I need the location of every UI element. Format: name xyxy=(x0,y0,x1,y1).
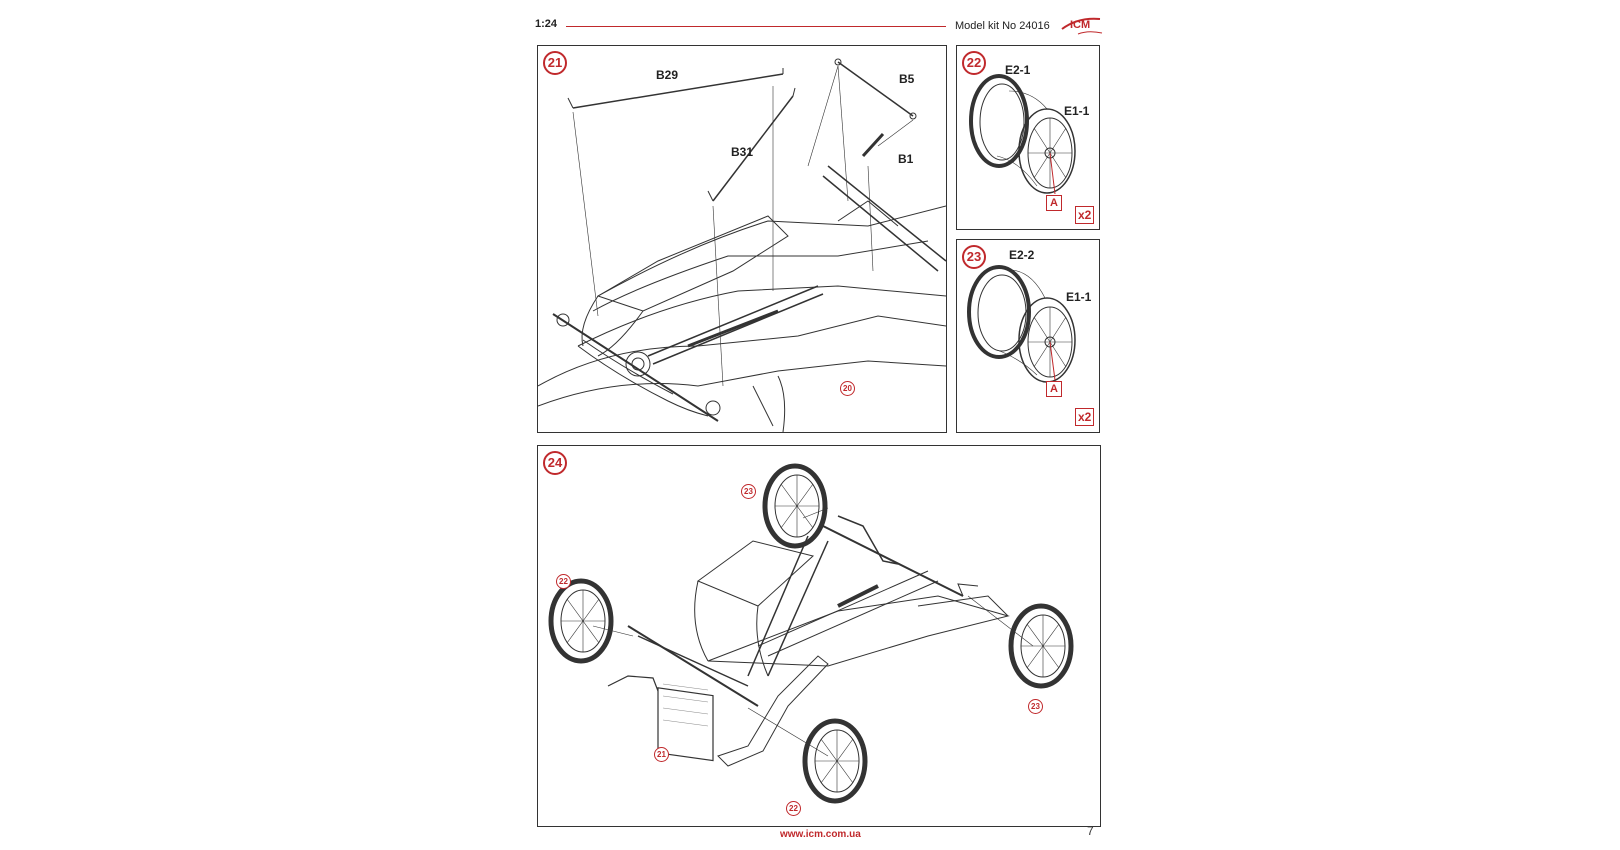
multiplier-x2: x2 xyxy=(1075,206,1095,224)
step-22-number: 22 xyxy=(962,51,986,75)
part-label-b31: B31 xyxy=(731,145,754,159)
step-23-panel: 23 E2-2 E1-1 A x2 xyxy=(956,239,1100,433)
part-label-b1: B1 xyxy=(898,152,914,166)
ref-badge-step-21: 21 xyxy=(654,747,669,762)
part-label-b5: B5 xyxy=(899,72,915,86)
step-22-illustration xyxy=(969,74,1076,195)
step-24-number: 24 xyxy=(543,451,567,475)
step-21-illustration xyxy=(538,58,946,432)
part-label-b29: B29 xyxy=(656,68,679,82)
page-number: 7 xyxy=(1087,824,1094,838)
kit-number-label: Model kit No 24016 xyxy=(955,20,1050,32)
step-21-number: 21 xyxy=(543,51,567,75)
step-23-number: 23 xyxy=(962,245,986,269)
part-label-e1-1: E1-1 xyxy=(1064,104,1090,118)
part-label-e2-1: E2-1 xyxy=(1005,63,1031,77)
part-label-e1-1: E1-1 xyxy=(1066,290,1092,304)
footer-url-link[interactable]: www.icm.com.ua xyxy=(780,829,861,840)
mark-a: A xyxy=(1046,381,1062,397)
icm-logo: ICM xyxy=(1060,15,1106,37)
step-21-panel: 21 B29 B5 B31 B1 20 xyxy=(537,45,947,433)
step-24-panel: 24 23 22 23 22 21 xyxy=(537,445,1101,827)
header-rule xyxy=(566,26,946,27)
ref-badge-step-23: 23 xyxy=(741,484,756,499)
ref-badge-step-20: 20 xyxy=(840,381,855,396)
part-label-e2-2: E2-2 xyxy=(1009,248,1035,262)
multiplier-x2: x2 xyxy=(1075,408,1095,426)
ref-badge-step-23: 23 xyxy=(1028,699,1043,714)
step-23-illustration xyxy=(967,265,1076,383)
ref-badge-step-22: 22 xyxy=(786,801,801,816)
brand-text: ICM xyxy=(1070,19,1090,31)
scale-label: 1:24 xyxy=(535,18,558,30)
step-24-illustration xyxy=(548,463,1074,804)
ref-badge-step-22: 22 xyxy=(556,574,571,589)
mark-a: A xyxy=(1046,195,1062,211)
step-22-panel: 22 E2-1 E1-1 A x2 xyxy=(956,45,1100,230)
